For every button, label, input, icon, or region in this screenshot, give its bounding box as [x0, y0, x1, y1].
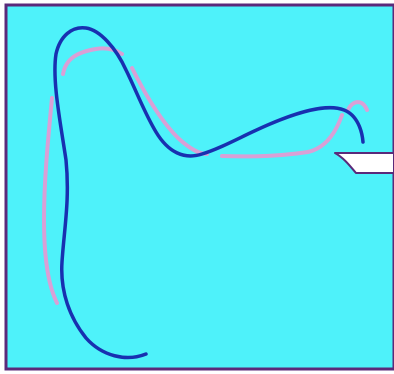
canvas-background	[6, 5, 394, 369]
